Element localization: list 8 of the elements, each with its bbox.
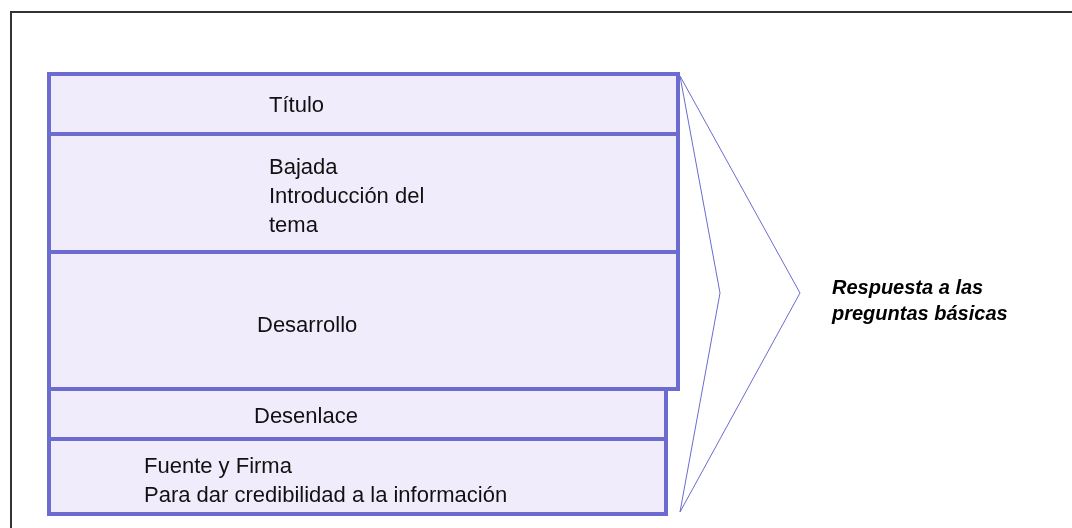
band-description: Introducción del tema [269, 182, 426, 239]
band-heading: Desenlace [254, 402, 359, 430]
band-heading: Bajada [269, 153, 339, 181]
band-heading: Título [269, 91, 326, 119]
band-heading: Fuente y Firma [144, 452, 293, 480]
bracket-label: Respuesta a las preguntas básicas [832, 275, 1009, 326]
band-description: Para dar credibilidad a la información [144, 481, 509, 509]
band-heading: Desarrollo [257, 311, 359, 339]
